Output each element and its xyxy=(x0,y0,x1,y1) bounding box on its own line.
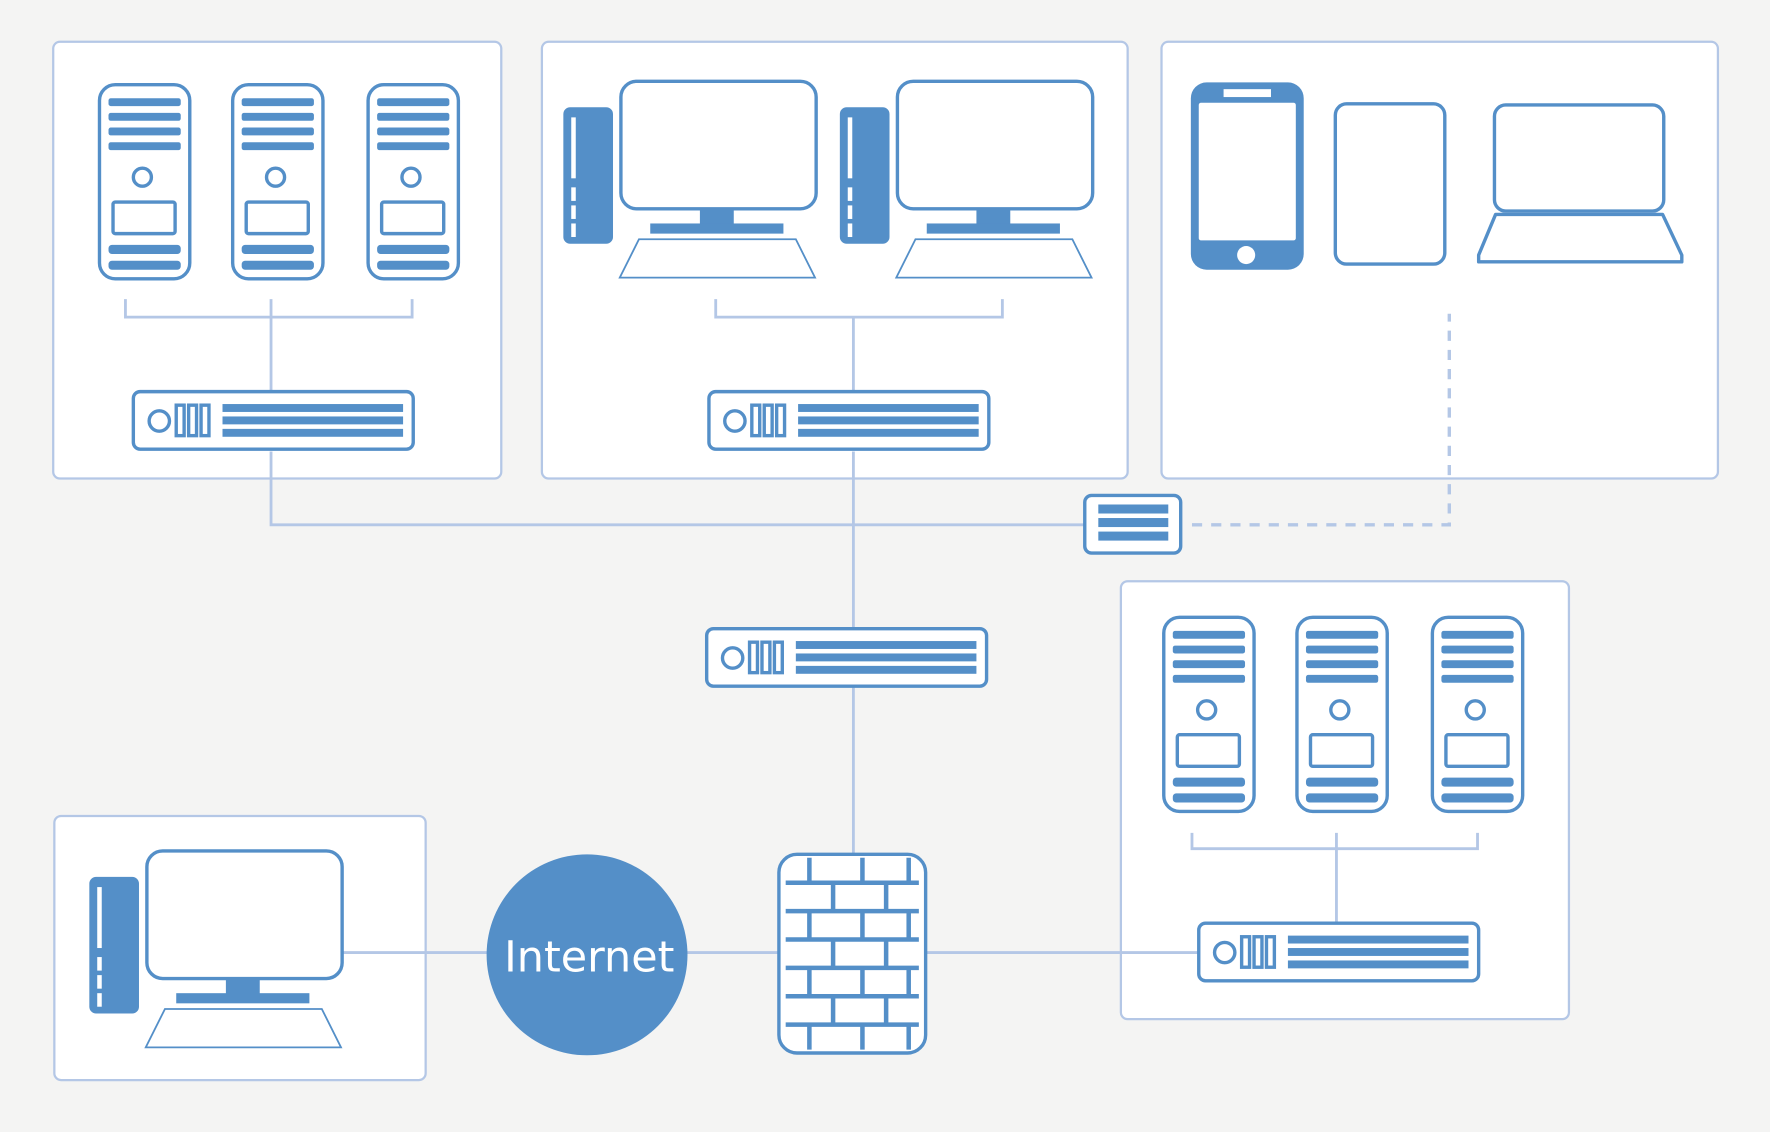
wireless-access-point-icon xyxy=(1083,493,1183,555)
link-backbone xyxy=(269,451,1085,855)
tablet-icon xyxy=(1333,102,1447,266)
rack-switch-icon xyxy=(131,389,415,451)
laptop-icon xyxy=(1476,103,1684,264)
tower-server-icon xyxy=(97,82,192,281)
connectors xyxy=(124,299,1479,954)
smartphone-icon xyxy=(1190,82,1304,270)
desktop-computer-icon xyxy=(89,849,344,1049)
tower-server-icon xyxy=(1430,615,1525,814)
internet-node: Internet xyxy=(486,854,688,1056)
tower-server-icon xyxy=(230,82,325,281)
link-bracket-cluster-1 xyxy=(124,299,414,392)
link-bracket-workstations xyxy=(714,299,1004,392)
internet-circle xyxy=(486,854,688,1056)
rack-switch-icon xyxy=(1197,921,1481,983)
desktop-computer-icon xyxy=(839,79,1095,279)
rack-switch-icon xyxy=(704,626,989,688)
firewall-icon xyxy=(777,852,928,1055)
tower-server-icon xyxy=(1162,615,1256,814)
link-wireless-mobile xyxy=(1191,313,1451,527)
tower-server-icon xyxy=(1295,615,1389,814)
rack-switch-icon xyxy=(707,389,991,451)
desktop-computer-icon xyxy=(563,79,818,279)
internet-label: Internet xyxy=(504,933,674,983)
link-bracket-cluster-2 xyxy=(1190,832,1479,924)
tower-server-icon xyxy=(366,82,461,281)
